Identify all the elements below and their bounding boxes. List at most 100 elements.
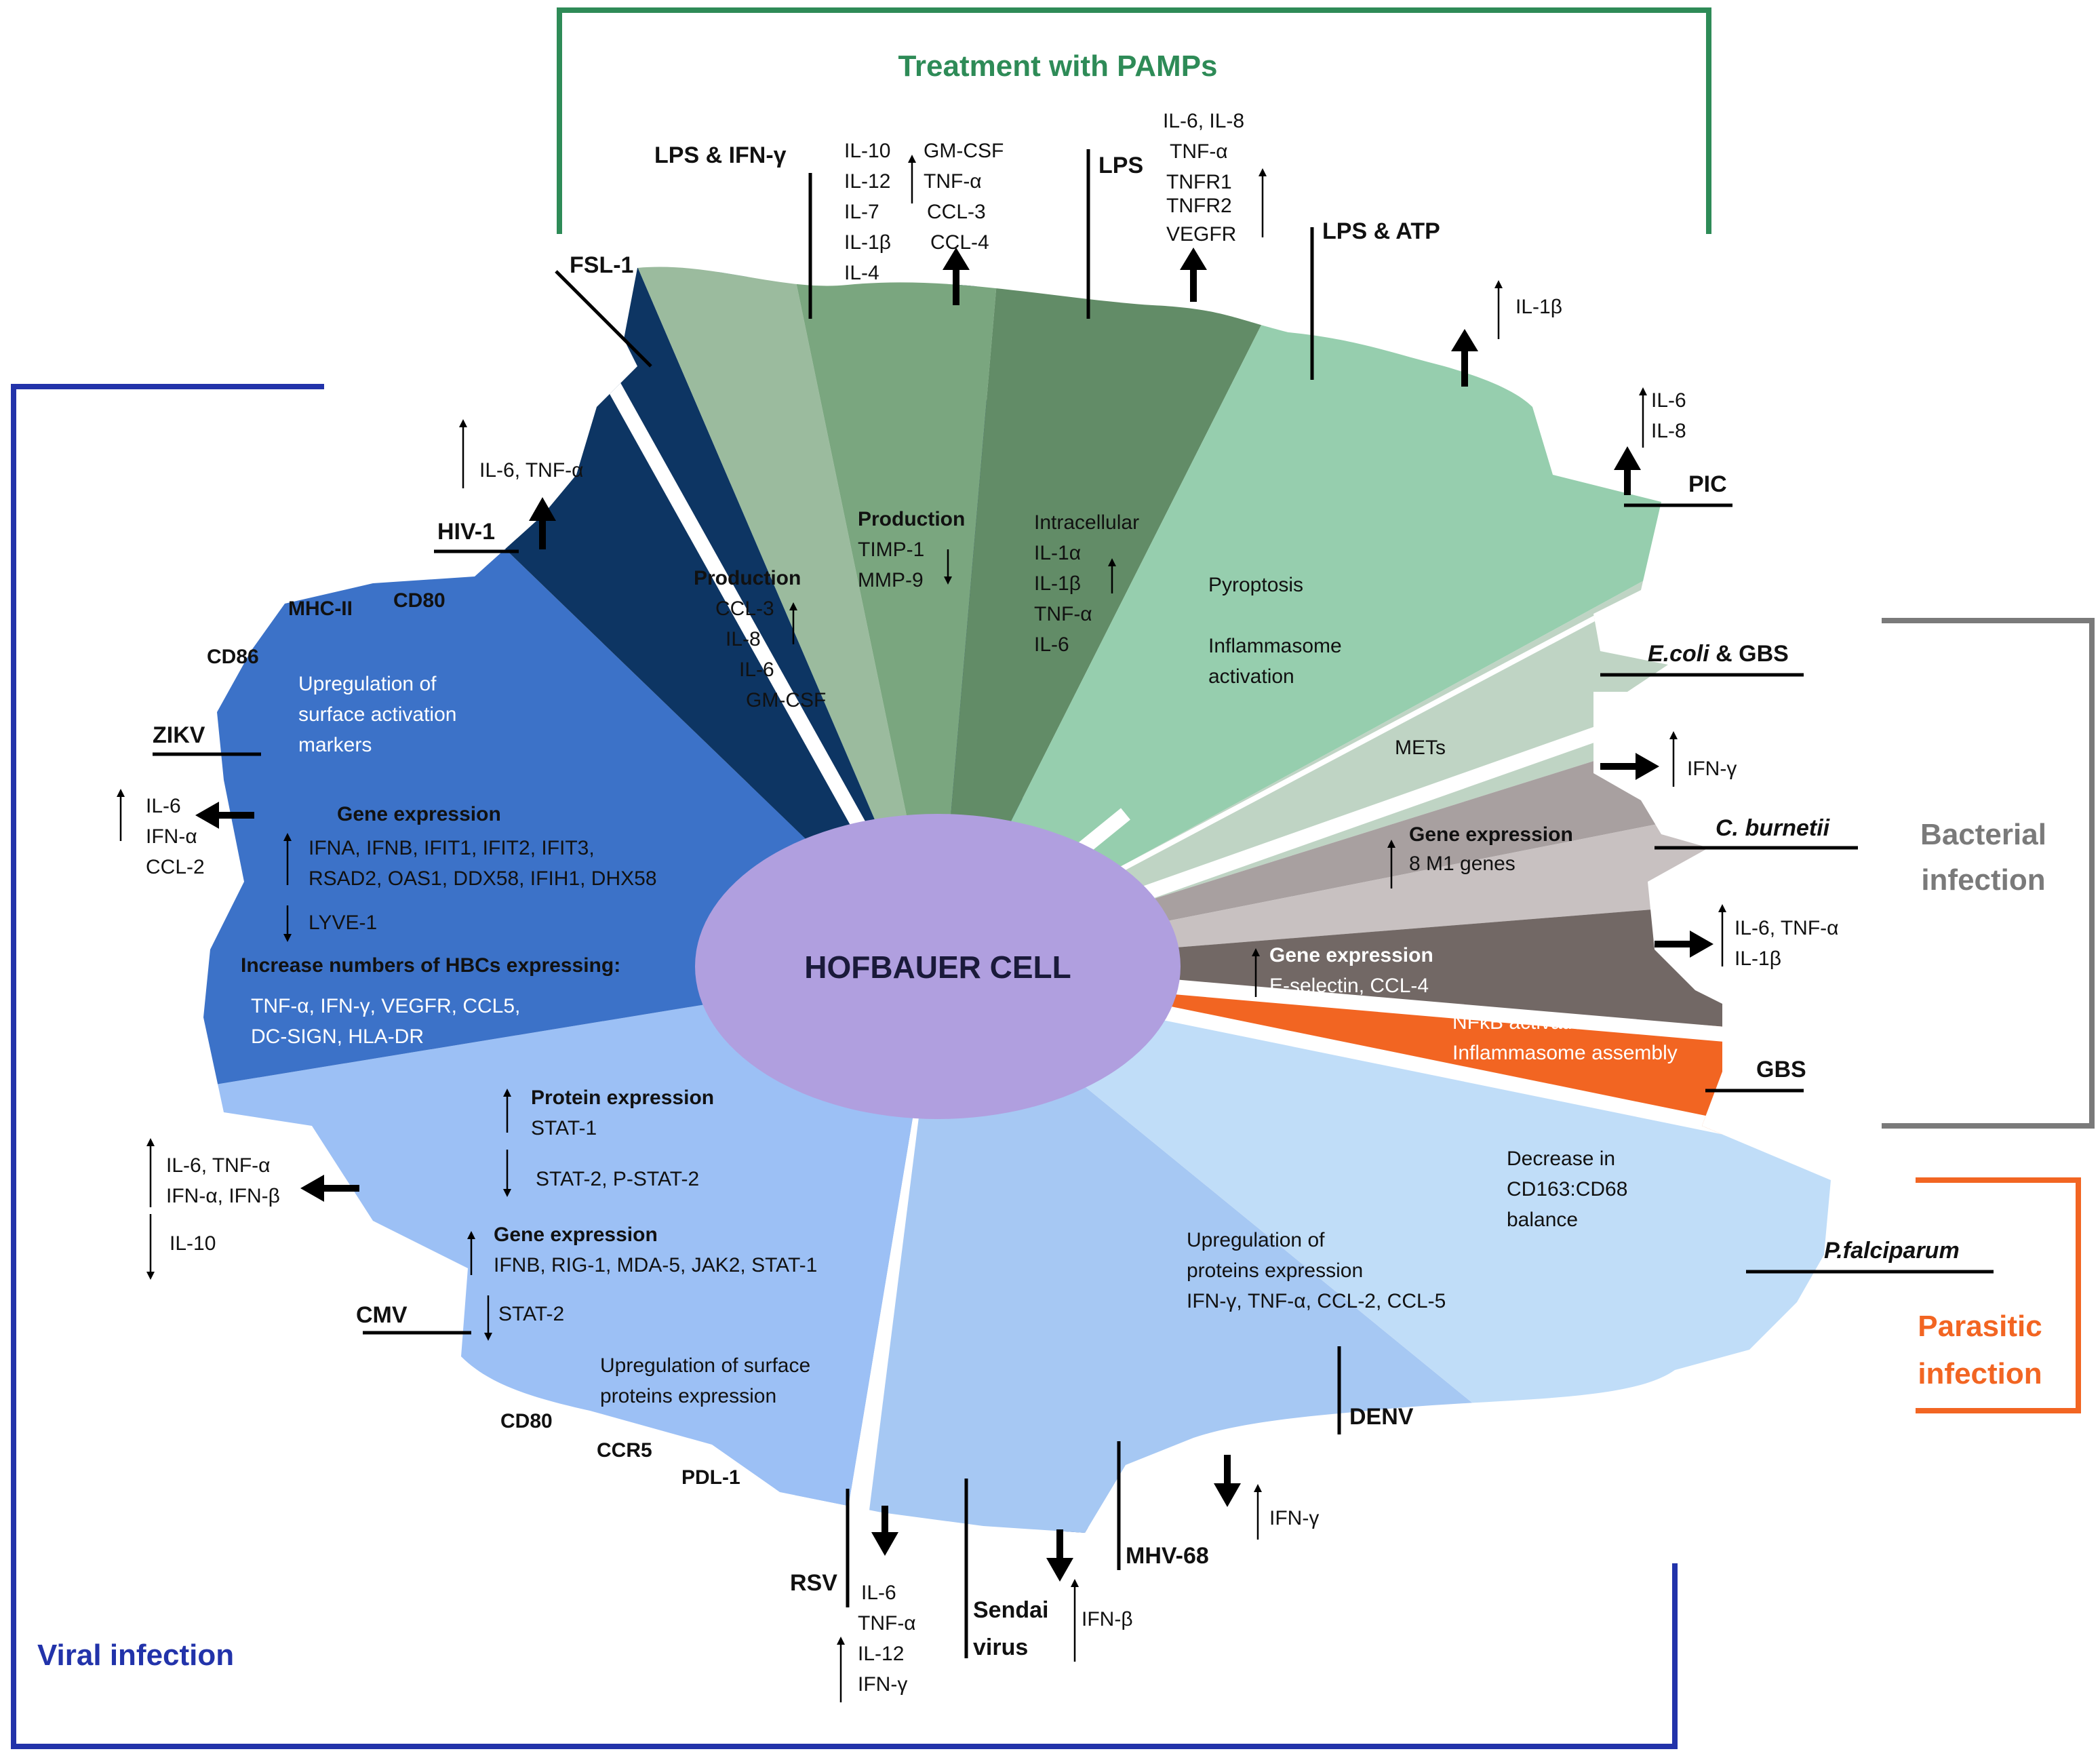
text-il6: IL-6 <box>739 659 774 681</box>
stimulus-pic: PIC <box>1688 471 1727 497</box>
stimulus-rsv: RSV <box>790 1570 837 1596</box>
output-pic-il8: IL-8 <box>1651 420 1686 442</box>
pamps-bracket <box>557 7 1711 234</box>
text-inflammasome: Inflammasome <box>1208 635 1342 657</box>
output-il4: IL-4 <box>844 262 879 284</box>
sector-lps <box>938 267 1288 966</box>
viral-bracket <box>11 384 1678 1749</box>
parasitic-header-2: infection <box>1918 1357 2042 1390</box>
text-upregulation: Upregulation of <box>298 673 437 695</box>
text-decrease: Decrease in <box>1507 1148 1615 1170</box>
sector-text-lps: Intracellular IL-1α IL-1β TNF-α IL-6 <box>1034 511 1139 656</box>
text-proteins-expression: proteins expression <box>600 1385 776 1407</box>
text-intracellular: Intracellular <box>1034 511 1139 534</box>
arrow-cmv-left <box>300 1175 359 1202</box>
marker-cd80-bottom: CD80 <box>500 1410 553 1432</box>
stimulus-lps-ifng: LPS & IFN-γ <box>654 142 787 168</box>
arrow-mhv-down <box>1214 1455 1241 1507</box>
sector-lps-ifng <box>780 267 1004 966</box>
output-gbs-il6-tnfa: IL-6, TNF-α <box>1735 917 1838 939</box>
stimulus-hiv1: HIV-1 <box>437 519 495 545</box>
center-cell <box>695 814 1181 1119</box>
output-il6-il8: IL-6, IL-8 <box>1163 110 1244 132</box>
text-production: Production <box>858 508 965 530</box>
stimulus-cburnetii: C. burnetii <box>1716 815 1831 841</box>
text-increase-title: Increase numbers of HBCs expressing: <box>241 954 620 977</box>
marker-cd80-top: CD80 <box>393 589 445 612</box>
output-gmcsf: GM-CSF <box>924 140 1004 162</box>
output-cmv-il6-tnfa: IL-6, TNF-α <box>166 1154 270 1177</box>
output-ccl4: CCL-4 <box>930 231 989 254</box>
output-rsv-tnfa: TNF-α <box>858 1612 916 1635</box>
viral-header: Viral infection <box>37 1639 234 1672</box>
output-il10: IL-10 <box>844 140 890 162</box>
output-cmv-il10: IL-10 <box>170 1232 216 1255</box>
arrow-sendai-down <box>1046 1529 1073 1582</box>
sector-text-fsl1: Production CCL-3 IL-8 IL-6 GM-CSF <box>694 567 826 711</box>
text-upregulation-surface: Upregulation of surface <box>600 1354 810 1377</box>
text-mmp9: MMP-9 <box>858 569 924 591</box>
outputs-lps-ifng: IL-10 IL-12 IL-7 IL-1β IL-4 GM-CSF TNF-α… <box>844 140 1004 284</box>
output-ccl3: CCL-3 <box>927 201 986 223</box>
arrow-ecoli-right <box>1600 753 1659 780</box>
text-inflammasome-assembly: Inflammasome assembly <box>1452 1042 1678 1064</box>
output-sendai-ifnb: IFN-β <box>1082 1608 1133 1630</box>
text-balance: balance <box>1507 1209 1578 1231</box>
output-zikv-ifna: IFN-α <box>146 825 197 848</box>
text-increase-list-1: TNF-α, IFN-γ, VEGFR, CCL5, <box>251 995 520 1017</box>
stimulus-and-gbs: & GBS <box>1709 641 1789 667</box>
stimulus-lps-atp: LPS & ATP <box>1322 218 1440 244</box>
arrow-gbs-right <box>1655 931 1713 958</box>
stimulus-pfalciparum: P.falciparum <box>1824 1238 1960 1264</box>
stimulus-sendai-1: Sendai <box>973 1597 1048 1623</box>
output-tnfr1: TNFR1 <box>1166 171 1232 193</box>
marker-pdl1: PDL-1 <box>681 1466 740 1489</box>
bacterial-header-2: infection <box>1921 863 2045 897</box>
output-rsv-il6: IL-6 <box>861 1582 896 1604</box>
sector-text-cmv: Protein expression STAT-1 STAT-2, P-STAT… <box>494 1087 817 1407</box>
stimulus-sendai-2: virus <box>973 1635 1028 1660</box>
text-surface-activation: surface activation <box>298 703 456 726</box>
text-ifnb-genes: IFNB, RIG-1, MDA-5, JAK2, STAT-1 <box>494 1254 817 1276</box>
output-tnfa: TNF-α <box>1170 140 1228 163</box>
arrow-lps-up <box>1180 248 1207 302</box>
text-ccl3: CCL-3 <box>715 598 774 620</box>
text-lyve1: LYVE-1 <box>309 912 377 934</box>
output-zikv-ccl2: CCL-2 <box>146 856 205 878</box>
stimulus-lps: LPS <box>1098 153 1143 178</box>
output-lps-atp-il1b: IL-1β <box>1515 296 1562 318</box>
text-mets: METs <box>1395 737 1446 759</box>
sector-text-gbs: Gene expression E-selectin, CCL-4 NFκB a… <box>1269 944 1678 1064</box>
text-cytokines: IFN-γ, TNF-α, CCL-2, CCL-5 <box>1187 1290 1446 1312</box>
output-il7: IL-7 <box>844 201 879 223</box>
pamps-header: Treatment with PAMPs <box>898 50 1217 83</box>
sector-text-denv: Upregulation of proteins expression IFN-… <box>1187 1229 1446 1312</box>
text-eselectin-ccl4: E-selectin, CCL-4 <box>1269 975 1429 997</box>
text-increase-list-2: DC-SIGN, HLA-DR <box>251 1025 424 1048</box>
stimulus-denv: DENV <box>1349 1404 1414 1430</box>
bold-arrows <box>195 248 1713 1582</box>
sector-fsl1 <box>610 267 938 966</box>
output-tnfa: TNF-α <box>924 170 982 193</box>
stimulus-mhv68: MHV-68 <box>1126 1543 1209 1569</box>
output-rsv-ifng: IFN-γ <box>858 1673 907 1696</box>
outputs-lps: IL-6, IL-8 TNF-α TNFR1 TNFR2 VEGFR <box>1163 110 1244 246</box>
sector-text-lps-atp: Pyroptosis Inflammasome activation <box>1208 574 1342 688</box>
text-stat2: STAT-2 <box>498 1303 564 1325</box>
marker-mhcii: MHC-II <box>288 598 353 620</box>
stimulus-lines <box>153 149 1994 1658</box>
output-rsv-il12: IL-12 <box>858 1643 904 1665</box>
output-vegfr: VEGFR <box>1166 223 1236 246</box>
output-pic-il6: IL-6 <box>1651 389 1686 412</box>
text-activation: activation <box>1208 665 1294 688</box>
text-markers: markers <box>298 734 372 756</box>
text-nfkb: NFκB activation <box>1452 1011 1595 1034</box>
stimulus-zikv: ZIKV <box>153 722 205 748</box>
output-ecoli-ifng: IFN-γ <box>1687 758 1737 780</box>
text-8-m1-genes: 8 M1 genes <box>1409 853 1515 875</box>
sector-mhv68 <box>841 966 1831 1533</box>
thin-arrows <box>117 155 1726 1702</box>
text-il8: IL-8 <box>726 628 761 650</box>
